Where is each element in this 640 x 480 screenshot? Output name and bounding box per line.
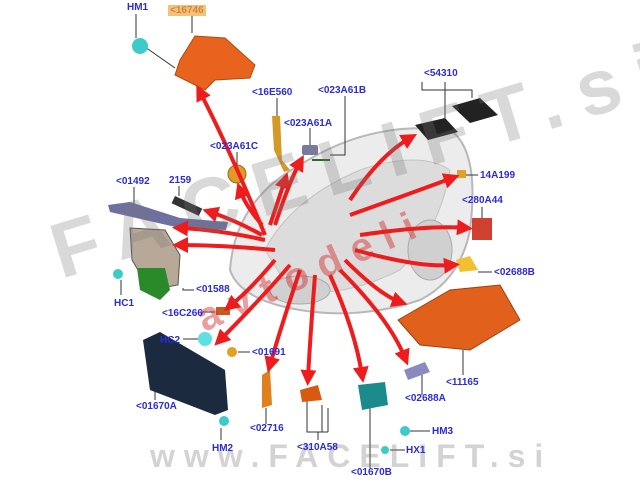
- arrow-to-280a44: [359, 219, 473, 237]
- arrow-to-2159: [202, 206, 263, 237]
- label-023a61b[interactable]: <023A61B: [318, 85, 367, 96]
- arrow-to-16c266: [223, 258, 277, 311]
- part-02716[interactable]: [262, 370, 272, 408]
- label-01670b[interactable]: <01670B: [351, 467, 392, 478]
- arrow-to-023a61a: [273, 155, 304, 226]
- label-02716[interactable]: <02716: [250, 423, 284, 434]
- arrow-to-11165: [343, 258, 408, 307]
- parts: [108, 35, 521, 454]
- part-02688b[interactable]: [456, 256, 478, 272]
- arrows: [172, 84, 473, 386]
- label-16c266[interactable]: <16C266: [162, 308, 203, 319]
- part-16e560[interactable]: [272, 116, 290, 172]
- label-01670a[interactable]: <01670A: [136, 401, 177, 412]
- label-023a61a[interactable]: <023A61A: [284, 118, 333, 129]
- part-hx1[interactable]: [381, 446, 389, 454]
- part-16746-shield[interactable]: [174, 35, 256, 91]
- arrow-to-023a61c: [234, 182, 264, 227]
- part-54310-a[interactable]: [415, 118, 458, 140]
- arrow-to-dash: [172, 237, 276, 254]
- arrow-to-02688b: [354, 248, 460, 274]
- arrow-to-02688a: [338, 268, 410, 366]
- part-11165[interactable]: [397, 284, 521, 351]
- part-310a58[interactable]: [300, 385, 322, 402]
- arrow-to-01670b: [328, 274, 369, 383]
- arrow-to-01670a: [214, 263, 292, 346]
- arrow-to-54310: [348, 134, 417, 202]
- part-hm2[interactable]: [219, 416, 229, 426]
- label-280a44[interactable]: <280A44: [462, 195, 503, 206]
- label-54310[interactable]: <54310: [424, 68, 458, 79]
- part-01588[interactable]: [137, 268, 170, 300]
- part-01670b[interactable]: [358, 382, 388, 410]
- label-16746[interactable]: <16746: [168, 5, 206, 16]
- label-2159[interactable]: 2159: [169, 175, 192, 186]
- label-11165[interactable]: <11165: [446, 377, 479, 388]
- part-hm3[interactable]: [400, 426, 410, 436]
- arrow-to-01492: [172, 220, 266, 242]
- label-02688a[interactable]: <02688A: [405, 393, 446, 404]
- label-16e560[interactable]: <16E560: [252, 87, 293, 98]
- label-01492[interactable]: <01492: [116, 176, 150, 187]
- label-14a199[interactable]: 14A199: [480, 170, 516, 181]
- label-hx1[interactable]: HX1: [406, 445, 426, 456]
- label-hm1[interactable]: HM1: [127, 2, 149, 13]
- part-01670a[interactable]: [143, 332, 228, 415]
- label-hm3[interactable]: HM3: [432, 426, 454, 437]
- part-023a61a[interactable]: [302, 145, 318, 155]
- label-01691[interactable]: <01691: [252, 347, 286, 358]
- part-280a44[interactable]: [472, 218, 492, 240]
- part-2159[interactable]: [171, 196, 203, 216]
- part-01492[interactable]: [108, 202, 228, 230]
- part-16c266[interactable]: [216, 307, 230, 315]
- label-023a61c[interactable]: <023A61C: [210, 141, 259, 152]
- label-hm2[interactable]: HM2: [212, 443, 234, 454]
- arrow-to-02716: [264, 269, 302, 373]
- part-02688a[interactable]: [404, 362, 430, 380]
- arrow-to-310a58: [300, 274, 317, 386]
- leader-lines: [120, 14, 492, 468]
- arrow-to-14a199: [349, 173, 460, 217]
- label-hc2[interactable]: HC2: [160, 335, 181, 346]
- part-54310-b[interactable]: [452, 98, 498, 123]
- arrow-to-16e560: [268, 172, 291, 226]
- label-310a58[interactable]: <310A58: [297, 442, 338, 453]
- part-hm1-clip[interactable]: [132, 38, 148, 54]
- vehicle-body-outline: [228, 127, 474, 315]
- part-01691[interactable]: [227, 347, 237, 357]
- part-14a199[interactable]: [457, 170, 466, 178]
- part-hc2[interactable]: [198, 332, 212, 346]
- label-02688b[interactable]: <02688B: [494, 267, 535, 278]
- label-01588[interactable]: <01588: [196, 284, 230, 295]
- label-hc1[interactable]: HC1: [114, 298, 135, 309]
- part-hc1[interactable]: [113, 269, 123, 279]
